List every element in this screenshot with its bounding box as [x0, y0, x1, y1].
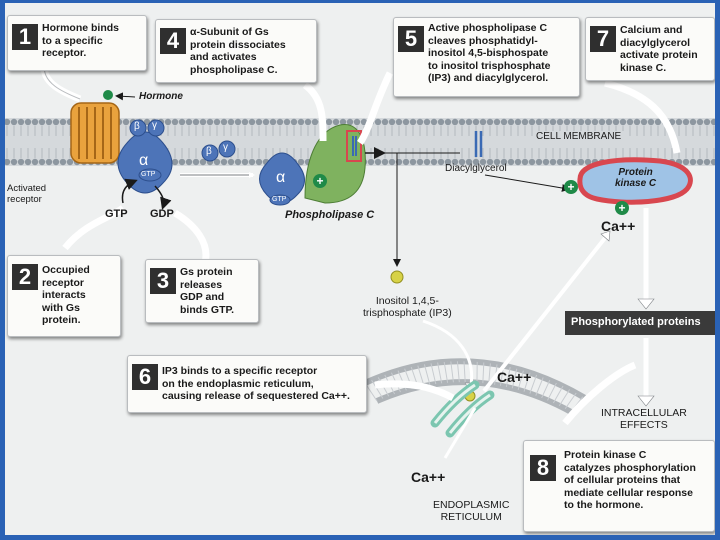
- cell-membrane-label: CELL MEMBRANE: [533, 131, 625, 142]
- hormone-dot: [103, 90, 113, 100]
- step-description: Calcium and diacylglycerol activate prot…: [620, 24, 698, 74]
- ip3-receptor-channel: [430, 380, 495, 438]
- calcium-channel-arrow: [443, 407, 477, 459]
- callout-step-8: 8 Protein kinase C catalyzes phosphoryla…: [523, 440, 715, 532]
- diagram-frame: + + +: [5, 3, 715, 535]
- gamma-label: γ: [152, 120, 157, 131]
- callout-4-pointer: [302, 82, 327, 142]
- callout-step-5: 5 Active phospholipase C cleaves phospha…: [393, 17, 580, 97]
- step-description: Hormone binds to a specific receptor.: [42, 22, 120, 59]
- step-description: α-Subunit of Gs protein dissociates and …: [190, 26, 286, 76]
- hormone-pointer: [115, 92, 136, 101]
- ca-upper-label: Ca++: [497, 369, 532, 385]
- step-number: 4: [160, 28, 186, 54]
- g-protein-complex: [117, 119, 173, 194]
- phosphorylated-proteins-bar: [565, 311, 715, 335]
- step-number: 8: [530, 455, 556, 481]
- callout-step-6: 6 IP3 binds to a specific receptor on th…: [127, 355, 367, 413]
- diagram-canvas: + + +: [5, 62, 715, 459]
- svg-text:+: +: [316, 174, 323, 188]
- svg-text:+: +: [618, 201, 625, 215]
- gtp-alpha-label: GTP: [141, 171, 156, 178]
- pip2-lipid: [352, 136, 357, 156]
- callout-6-pointer: [374, 380, 455, 402]
- free-beta-label: β: [206, 146, 212, 157]
- callout-step-7: 7 Calcium and diacylglycerol activate pr…: [585, 17, 715, 81]
- gdp-label: GDP: [150, 208, 174, 220]
- alpha-label: α: [139, 152, 149, 169]
- calcium-release-arrow: [482, 236, 607, 393]
- protein-kinase-c: [577, 157, 693, 205]
- ca-lower-label: Ca++: [411, 469, 446, 485]
- callout-5-pointer: [357, 71, 394, 145]
- beta-label: β: [134, 121, 140, 132]
- step-number: 1: [12, 24, 38, 50]
- callout-step-4: 4 α-Subunit of Gs protein dissociates an…: [155, 19, 317, 83]
- gtp-label: GTP: [105, 208, 128, 220]
- activated-receptor-label: Activated receptor: [7, 183, 47, 205]
- step-number: 7: [590, 26, 616, 52]
- diacylglycerol-molecule: [474, 131, 483, 157]
- callout-step-2: 2 Occupied receptor interacts with Gs pr…: [7, 255, 121, 337]
- ip3-dot: [390, 270, 404, 284]
- endoplasmic-reticulum-label: ENDOPLASMIC RETICULUM: [433, 499, 510, 523]
- step-description: Protein kinase C catalyzes phosphorylati…: [564, 449, 696, 511]
- step-number: 2: [12, 264, 38, 290]
- phosphorylated-proteins-label: Phosphorylated proteins: [571, 316, 701, 328]
- alpha-subunit-active: [259, 152, 305, 206]
- step-description: IP3 binds to a specific receptor on the …: [162, 365, 350, 402]
- step-description: Active phospholipase C cleaves phosphati…: [428, 22, 551, 84]
- step-description: Gs protein releases GDP and binds GTP.: [180, 266, 235, 316]
- callout-3-pointer: [173, 209, 210, 264]
- callout-step-1: 1 Hormone binds to a specific receptor.: [7, 15, 147, 71]
- callout-2-pointer: [62, 205, 126, 251]
- free-gamma-label: γ: [223, 142, 228, 153]
- callout-step-3: 3 Gs protein releases GDP and binds GTP.: [145, 259, 259, 323]
- gdp-release-arrow: [154, 185, 172, 210]
- pip2-highlight-box: [346, 130, 362, 162]
- dag-to-pkc-arrow: [484, 174, 570, 192]
- free-beta-gamma-subunits: [201, 140, 236, 162]
- callout-7-pointer: [604, 79, 681, 154]
- diacylglycerol-label: Diacylglycerol: [445, 163, 507, 174]
- phospholipase-c-label: Phospholipase C: [285, 209, 375, 221]
- ca-pkc-label: Ca++: [601, 218, 636, 234]
- active-gtp-label: GTP: [272, 196, 287, 203]
- hormone-label: Hormone: [139, 91, 183, 102]
- ip3-to-er-arrow: [422, 319, 474, 386]
- callout-8-pointer: [562, 361, 637, 426]
- gtp-binding-arrow: [121, 178, 138, 204]
- step-number: 3: [150, 268, 176, 294]
- hormone-receptor: [70, 102, 120, 164]
- step-number: 6: [132, 364, 158, 390]
- plus-marker-plc: [313, 174, 327, 188]
- protein-kinase-c-label: Protein kinase C: [615, 167, 657, 189]
- ip3-label: Inositol 1,4,5- trisphosphate (IP3): [363, 295, 452, 319]
- plus-marker-dag: [564, 180, 578, 194]
- plus-marker-ca: [615, 201, 629, 215]
- step-number: 5: [398, 26, 424, 52]
- active-alpha-label: α: [276, 169, 286, 186]
- intracellular-effects-label: INTRACELLULAR EFFECTS: [601, 407, 687, 431]
- svg-text:+: +: [567, 180, 574, 194]
- step-description: Occupied receptor interacts with Gs prot…: [42, 264, 90, 326]
